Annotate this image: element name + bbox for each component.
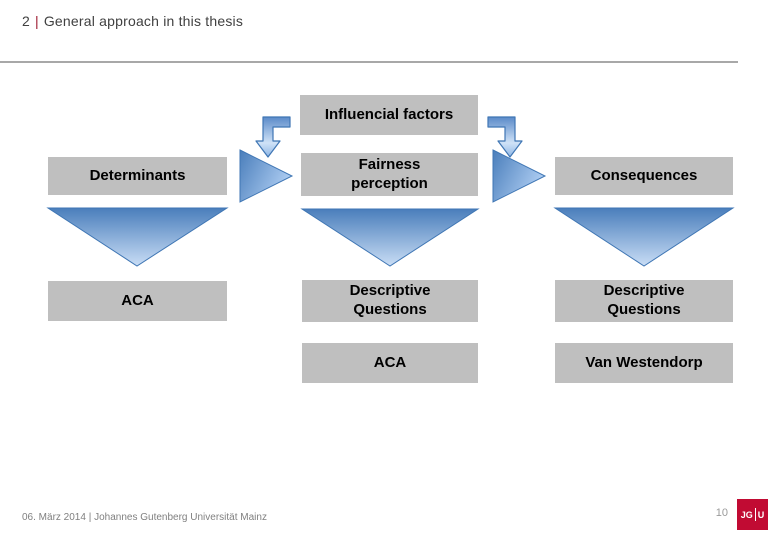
box-determinants: Determinants — [48, 157, 227, 195]
down-arrow-determinants — [46, 207, 229, 267]
footer-date-line: 06. März 2014 | Johannes Gutenberg Unive… — [22, 512, 267, 523]
jgu-logo: JG U — [737, 499, 768, 530]
box-influencial-factors: Influencial factors — [300, 95, 478, 135]
title-separator: | — [35, 13, 39, 29]
box-van-westendorp: Van Westendorp — [555, 343, 733, 383]
flow-arrow-determinants-to-fairness — [239, 149, 294, 203]
title-text: General approach in this thesis — [43, 13, 244, 29]
box-fairness-perception: Fairness perception — [301, 153, 478, 196]
jgu-logo-text: JG U — [740, 508, 765, 521]
jgu-logo-left: JG — [740, 509, 753, 520]
box-descriptive-questions-right: Descriptive Questions — [555, 280, 733, 322]
page-title: 2 |General approach in this thesis — [22, 13, 243, 29]
down-arrow-fairness — [300, 208, 480, 267]
header-divider — [0, 61, 738, 63]
elbow-arrow-right — [487, 116, 523, 158]
page-number: 10 — [715, 507, 728, 519]
jgu-logo-right: U — [757, 509, 765, 520]
box-descriptive-questions-middle: Descriptive Questions — [302, 280, 478, 322]
elbow-arrow-left — [255, 116, 291, 158]
flow-arrow-fairness-to-consequences — [492, 149, 547, 203]
jgu-logo-bar — [754, 508, 756, 521]
chapter-number: 2 — [22, 13, 30, 29]
box-aca-middle: ACA — [302, 343, 478, 383]
down-arrow-consequences — [553, 207, 735, 267]
box-consequences: Consequences — [555, 157, 733, 195]
box-aca-left: ACA — [48, 281, 227, 321]
